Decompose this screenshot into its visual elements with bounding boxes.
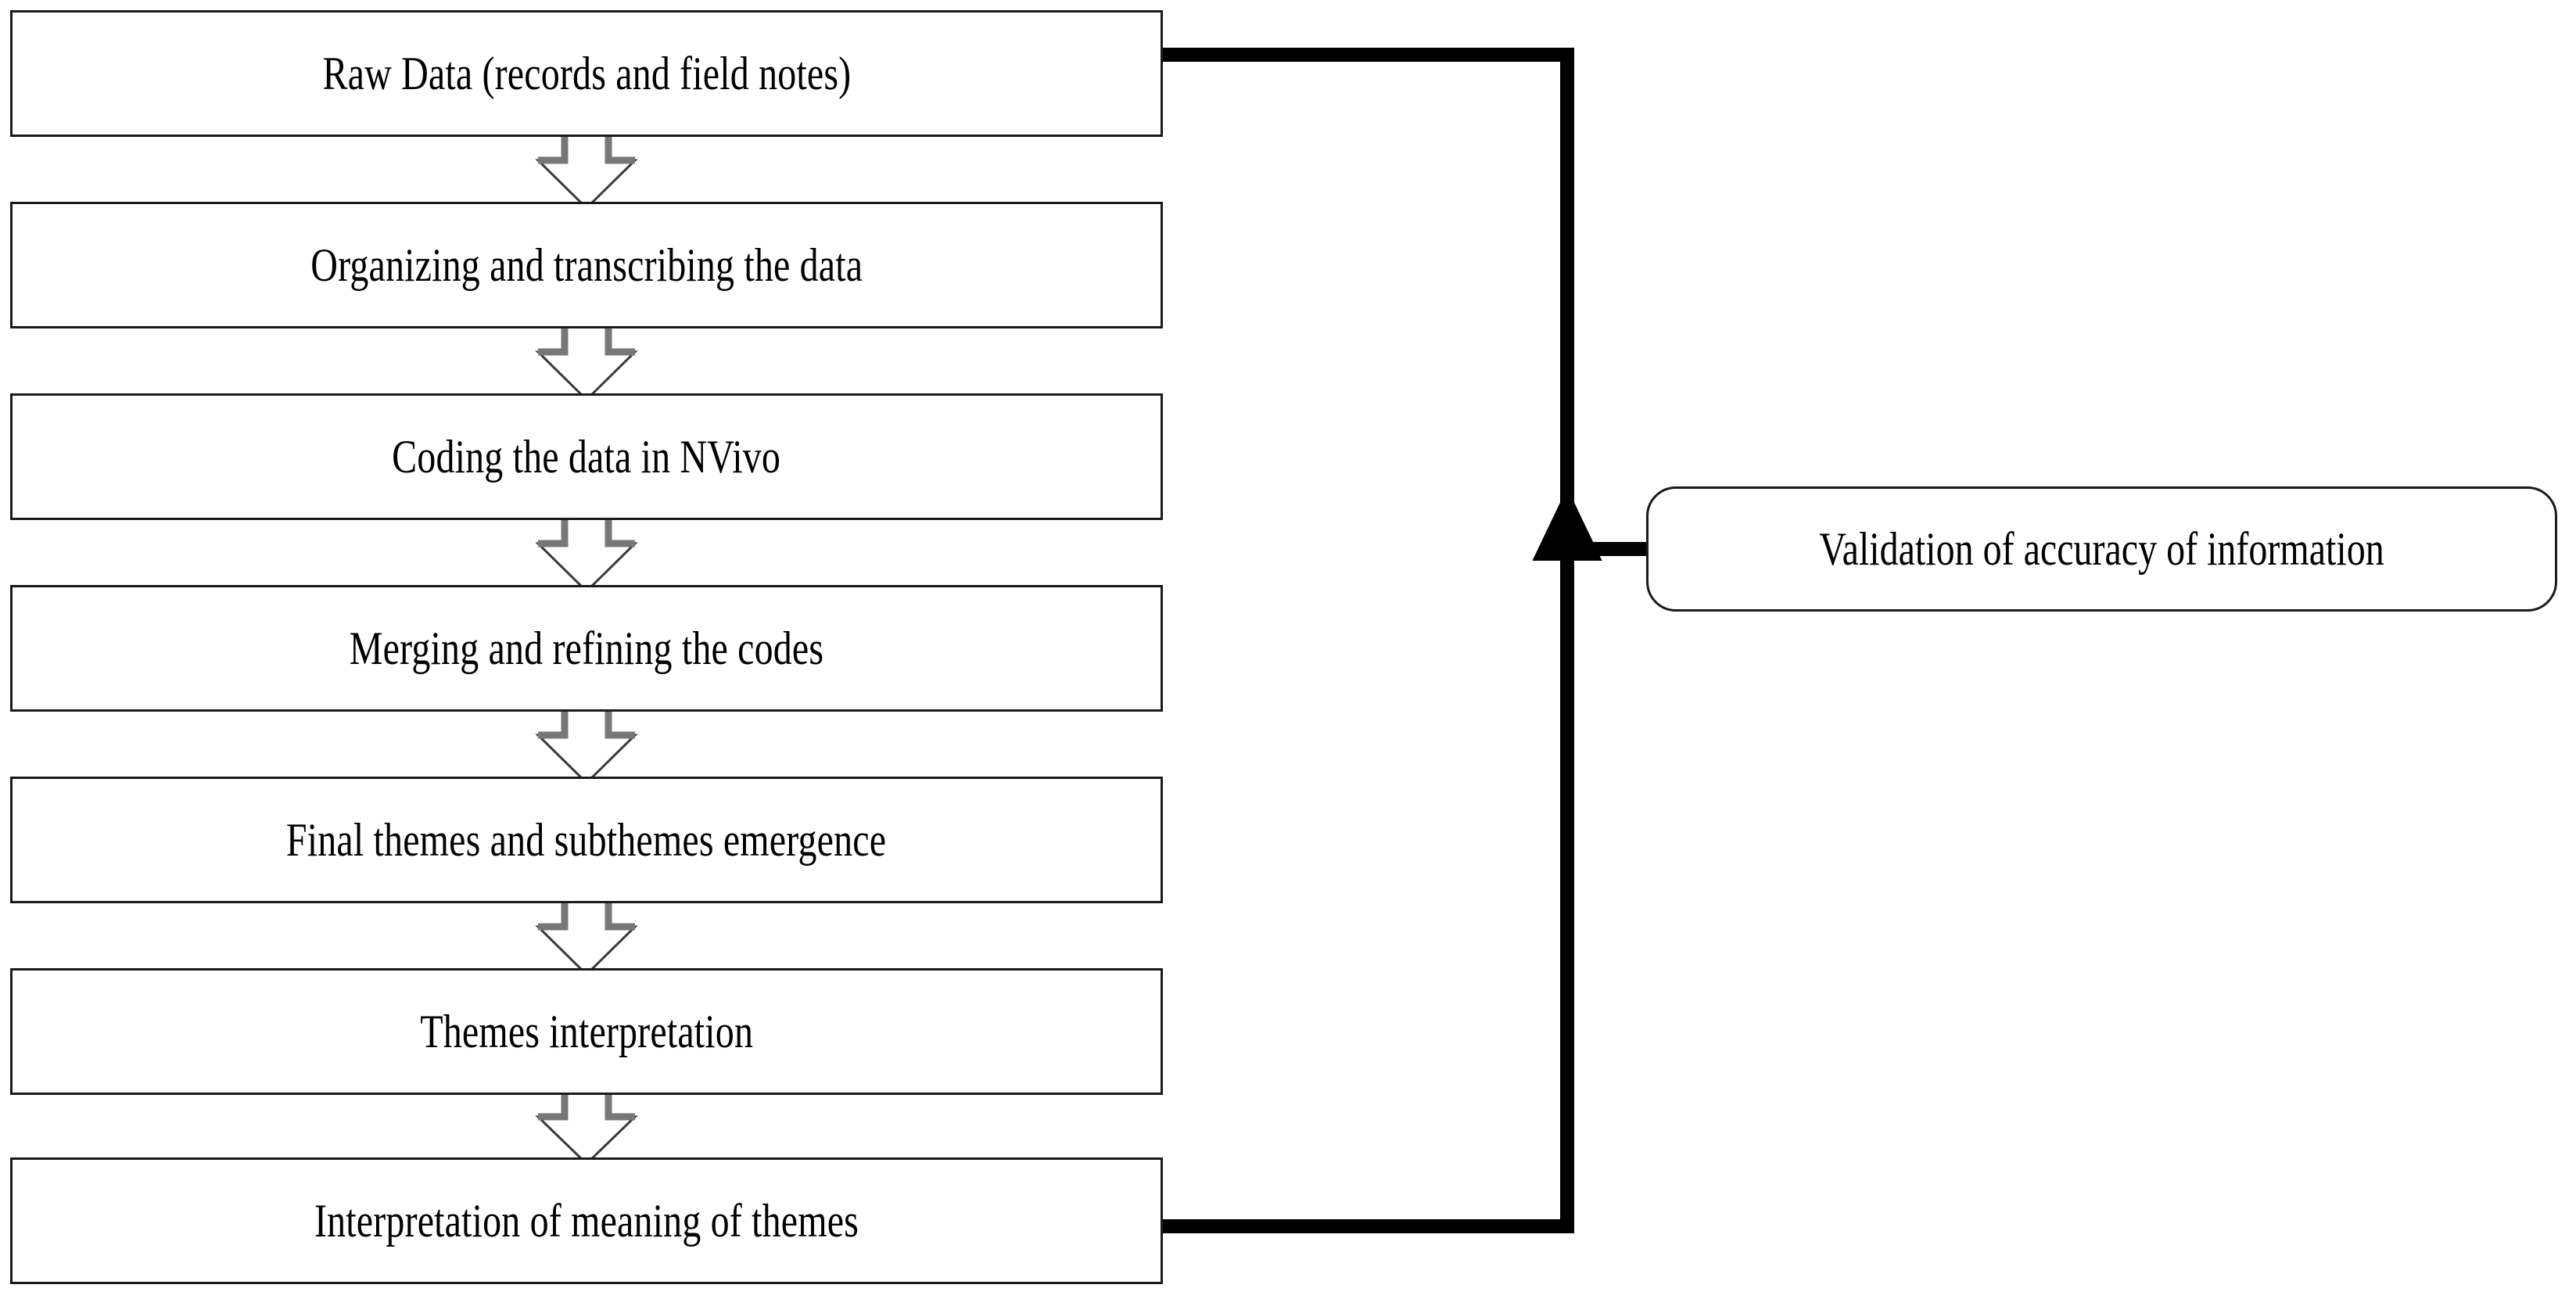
arrow-1-2 (535, 137, 638, 210)
process-box-label: Raw Data (records and field notes) (322, 47, 851, 99)
process-box-label: Final themes and subthemes emergence (286, 813, 887, 866)
rounded-box-label: Validation of accuracy of information (1819, 522, 2384, 575)
feedback-loop-connector (1163, 48, 1602, 1233)
process-box-label: Interpretation of meaning of themes (314, 1194, 859, 1247)
process-box-label: Merging and refining the codes (349, 622, 824, 674)
process-box-merging-refining[interactable]: Merging and refining the codes (10, 585, 1163, 712)
process-box-coding-nvivo[interactable]: Coding the data in NVivo (10, 393, 1163, 520)
arrow-3-4 (535, 520, 638, 594)
arrow-4-5 (535, 712, 638, 785)
rounded-box-validation[interactable]: Validation of accuracy of information (1646, 486, 2557, 612)
arrow-2-3 (535, 328, 638, 402)
arrow-5-6 (535, 903, 638, 977)
process-box-themes-interpretation[interactable]: Themes interpretation (10, 968, 1163, 1095)
process-box-raw-data[interactable]: Raw Data (records and field notes) (10, 10, 1163, 137)
process-box-label: Themes interpretation (420, 1005, 753, 1057)
process-box-final-themes[interactable]: Final themes and subthemes emergence (10, 777, 1163, 903)
process-box-interpretation-meaning[interactable]: Interpretation of meaning of themes (10, 1157, 1163, 1284)
process-box-label: Organizing and transcribing the data (310, 239, 863, 291)
process-box-organizing-transcribing[interactable]: Organizing and transcribing the data (10, 202, 1163, 328)
arrow-6-7 (535, 1095, 638, 1166)
process-box-label: Coding the data in NVivo (392, 430, 781, 483)
